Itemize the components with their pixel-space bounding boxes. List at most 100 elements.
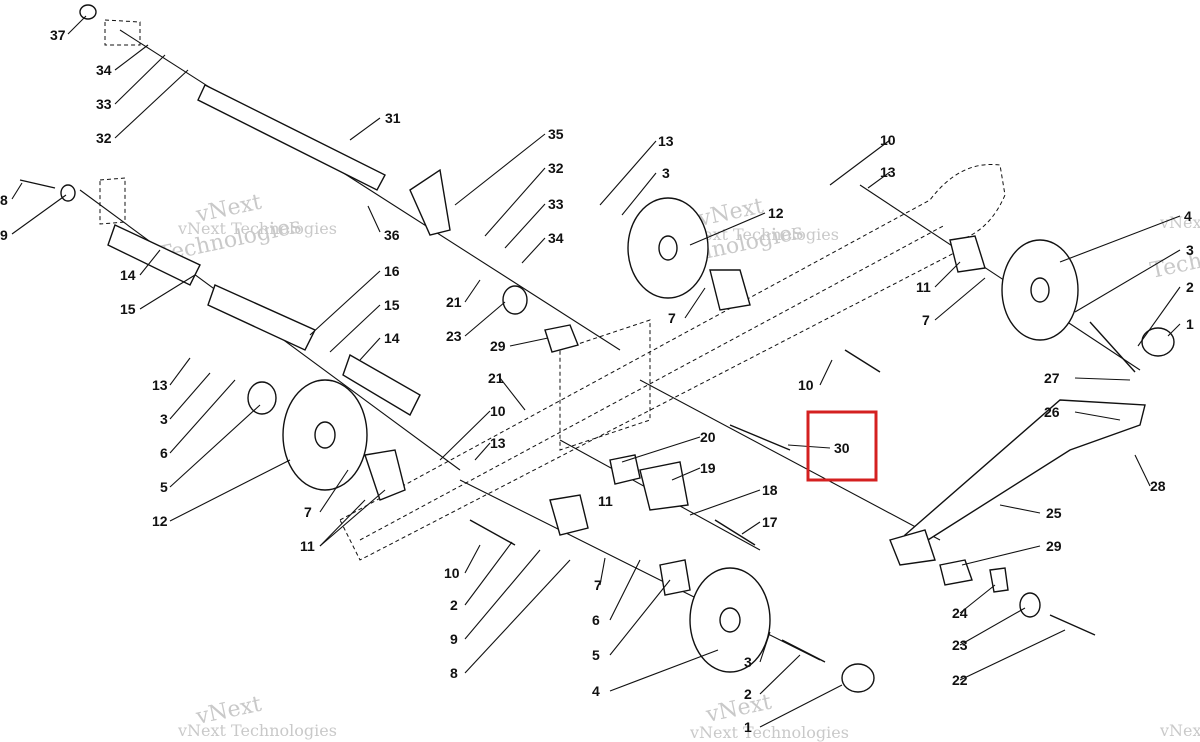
callout-29: 29: [490, 338, 506, 354]
callout-34b: 34: [548, 230, 564, 246]
callout-32b: 32: [548, 160, 564, 176]
bolt-17: [714, 519, 756, 546]
callout-15b: 15: [384, 297, 400, 313]
callout-12: 12: [152, 513, 168, 529]
callout-15: 15: [120, 301, 136, 317]
callout-35: 35: [548, 126, 564, 142]
callout-2: 2: [450, 597, 458, 613]
callout-13d: 13: [880, 164, 896, 180]
callout-7c: 7: [668, 310, 676, 326]
watermark-text: vNext Technologies: [689, 723, 849, 742]
clip-29-bottom: [939, 559, 973, 586]
spacer-14b: [342, 353, 421, 416]
spacer-16: [207, 284, 316, 351]
bracket-35: [409, 168, 451, 236]
callout-10b: 10: [444, 565, 460, 581]
callout-1b: 1: [1186, 316, 1194, 332]
spacer-14: [107, 224, 201, 286]
watermark-text: vNext Technologies: [1159, 721, 1200, 740]
callout-3d: 3: [1186, 242, 1194, 258]
callout-33: 33: [96, 96, 112, 112]
callout-2b: 2: [744, 686, 752, 702]
callout-23b: 23: [952, 637, 968, 653]
callout-10d: 10: [798, 377, 814, 393]
nut-37: [79, 4, 97, 20]
callout-11b: 11: [598, 493, 613, 509]
callout-3b: 3: [744, 654, 752, 670]
callout-7: 7: [304, 504, 312, 520]
bolt-22: [1049, 614, 1096, 636]
callout-5: 5: [160, 479, 168, 495]
bolt-30: [729, 424, 791, 451]
callout-11c: 11: [916, 279, 931, 295]
callout-36: 36: [384, 227, 400, 243]
callout-21b: 21: [488, 370, 504, 386]
callout-21: 21: [446, 294, 462, 310]
cap-1-bottom: [841, 663, 875, 693]
callout-13: 13: [152, 377, 168, 393]
watermark-text: vNext Technologies: [1159, 213, 1200, 232]
frame-rail: [99, 19, 1006, 561]
callout-7b: 7: [594, 577, 602, 593]
block-20: [609, 454, 641, 485]
watermark-text: vNext Technologies: [177, 721, 337, 740]
shaft-31: [197, 84, 386, 191]
callout-labels: 37 34 33 32 31 35 32 33 34 36 8 9 14 15 …: [0, 27, 1194, 735]
callout-14b: 14: [384, 330, 400, 346]
bearing-6-low: [659, 559, 691, 596]
callout-12b: 12: [768, 205, 784, 221]
callout-32: 32: [96, 130, 112, 146]
callout-28: 28: [1150, 478, 1166, 494]
bearing-6: [247, 381, 277, 415]
callout-6b: 6: [592, 612, 600, 628]
arm-25-end: [889, 529, 936, 566]
callout-8b: 8: [450, 665, 458, 681]
leader-lines: [11, 15, 1181, 728]
callout-13c: 13: [658, 133, 674, 149]
callout-16: 16: [384, 263, 400, 279]
bolt-2-bottom: [781, 639, 826, 663]
clip-29-top: [544, 324, 579, 353]
callout-9b: 9: [450, 631, 458, 647]
callout-30: 30: [834, 440, 850, 456]
callout-26: 26: [1044, 404, 1060, 420]
callout-13b: 13: [490, 435, 506, 451]
callout-23: 23: [446, 328, 462, 344]
callout-9: 9: [0, 227, 8, 243]
block-11-left: [364, 449, 406, 501]
callout-29b: 29: [1046, 538, 1062, 554]
washer-23-bottom: [1019, 592, 1041, 618]
callout-3: 3: [160, 411, 168, 427]
callout-34: 34: [96, 62, 112, 78]
callout-31: 31: [385, 110, 401, 126]
callout-8: 8: [0, 192, 8, 208]
callout-11: 11: [300, 538, 315, 554]
callout-2c: 2: [1186, 279, 1194, 295]
bolt-8: [19, 179, 56, 189]
washer-9: [60, 184, 76, 202]
callout-6: 6: [160, 445, 168, 461]
callout-25: 25: [1046, 505, 1062, 521]
bolt-2-right: [1089, 321, 1136, 373]
callout-4b: 4: [1184, 208, 1192, 224]
callout-4: 4: [592, 683, 600, 699]
callout-14: 14: [120, 267, 136, 283]
callout-19: 19: [700, 460, 716, 476]
callout-24: 24: [952, 605, 968, 621]
callout-17: 17: [762, 514, 778, 530]
callout-37: 37: [50, 27, 66, 43]
callout-5b: 5: [592, 647, 600, 663]
callout-7d: 7: [922, 312, 930, 328]
watermark-text: vNext Technologies: [177, 219, 337, 238]
callout-10: 10: [490, 403, 506, 419]
spacer-24: [989, 567, 1009, 593]
callout-1: 1: [744, 719, 752, 735]
bolt-10: [844, 349, 881, 373]
cap-1-right: [1141, 327, 1175, 357]
bolt-10-low: [469, 519, 516, 546]
block-19: [639, 461, 689, 511]
callout-27: 27: [1044, 370, 1060, 386]
callout-20: 20: [700, 429, 716, 445]
washer-23-top: [502, 285, 528, 315]
